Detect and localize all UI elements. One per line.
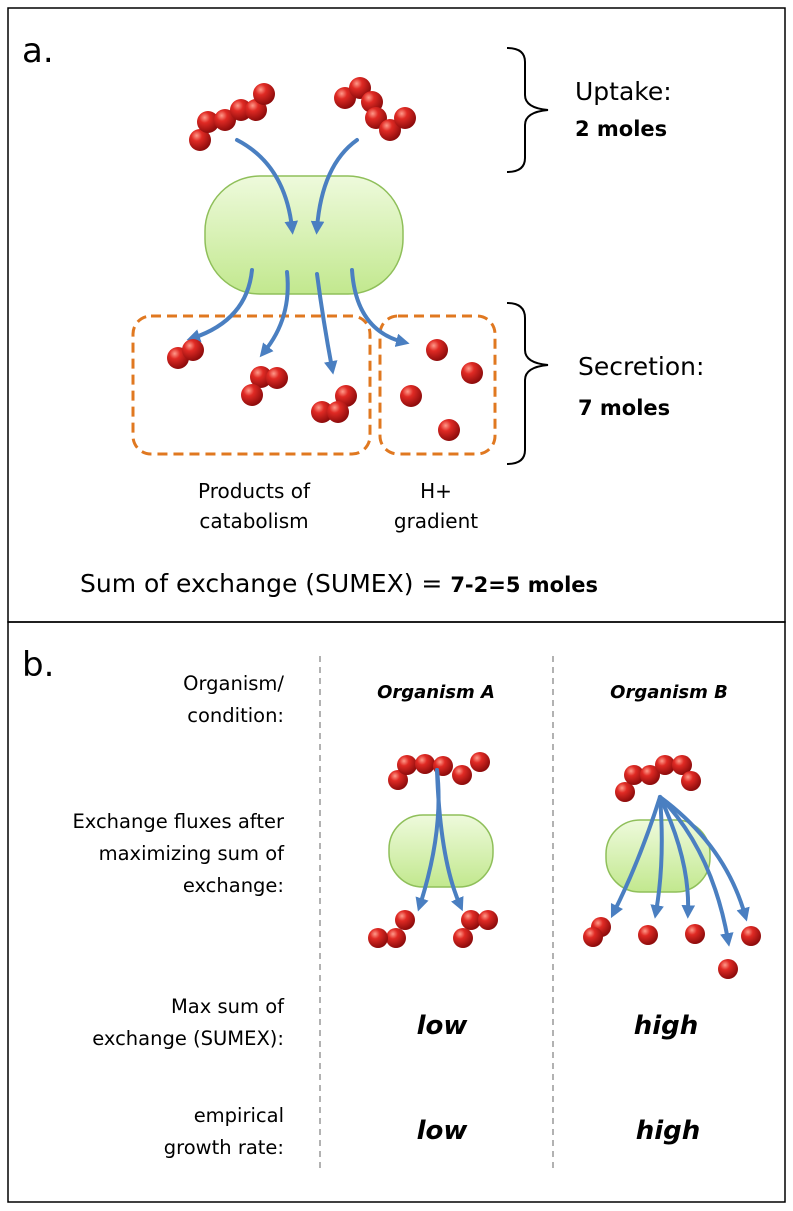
organism-b-growth-rate: high	[636, 1116, 701, 1146]
secretion-brace	[506, 302, 549, 465]
uptake-value: 2 moles	[575, 117, 667, 141]
molecule	[615, 782, 635, 802]
flux-arrow	[658, 795, 750, 922]
flux-arrow	[650, 795, 664, 919]
gradient-caption-line1: H+	[420, 479, 452, 503]
molecule	[453, 928, 473, 948]
molecule	[253, 83, 275, 105]
row-label-fluxes-2: maximizing sum of	[99, 842, 286, 865]
row-label-growth-2: growth rate:	[164, 1136, 284, 1159]
molecule	[379, 119, 401, 141]
molecule	[394, 107, 416, 129]
molecule	[741, 926, 761, 946]
gradient-caption-line2: gradient	[394, 509, 478, 533]
molecule	[655, 755, 675, 775]
sum-of-exchange: Sum of exchange (SUMEX) = 7-2=5 moles	[80, 569, 598, 598]
molecule	[718, 959, 738, 979]
products-caption-line1: Products of	[198, 479, 311, 503]
molecule	[640, 765, 660, 785]
molecule	[685, 924, 705, 944]
cell-a	[204, 175, 404, 295]
molecule	[327, 401, 349, 423]
molecule	[415, 754, 435, 774]
organism-a-max-sumex: low	[417, 1011, 469, 1041]
row-label-fluxes-1: Exchange fluxes after	[72, 810, 285, 833]
uptake-brace	[506, 47, 549, 173]
uptake-label: Uptake:	[575, 77, 672, 106]
organism-b-header: Organism B	[610, 682, 728, 703]
molecule	[241, 384, 263, 406]
products-caption-line2: catabolism	[199, 509, 308, 533]
row-label-sumex-2: exchange (SUMEX):	[92, 1027, 284, 1050]
row-label-growth-1: empirical	[194, 1104, 284, 1127]
panel-a-letter: a.	[22, 31, 54, 71]
uptake-arrow-right	[310, 138, 359, 235]
flux-arrow	[435, 768, 464, 912]
molecule	[250, 366, 272, 388]
molecule	[397, 755, 417, 775]
molecule	[681, 771, 701, 791]
secretion-label: Secretion:	[578, 352, 704, 381]
flux-arrow	[658, 795, 696, 919]
molecule	[395, 910, 415, 930]
molecule	[624, 765, 644, 785]
flux-arrow	[610, 795, 662, 919]
sum-value: 7-2=5 moles	[450, 573, 598, 597]
flux-arrow	[658, 795, 734, 947]
molecule	[214, 109, 236, 131]
row-label-fluxes-3: exchange:	[183, 874, 284, 897]
molecule	[461, 910, 481, 930]
molecule	[266, 367, 288, 389]
secretion-arrow-3	[315, 272, 338, 375]
uptake-arrows	[235, 138, 359, 235]
secretion-arrows	[186, 268, 410, 375]
products-box	[131, 314, 372, 456]
molecule	[672, 755, 692, 775]
molecule	[478, 910, 498, 930]
row-labels: Organism/ condition: Exchange fluxes aft…	[72, 672, 285, 1159]
organism-b-max-sumex: high	[634, 1011, 699, 1041]
molecule	[400, 385, 422, 407]
molecule	[388, 770, 408, 790]
gradient-box	[378, 314, 497, 456]
panel-b-frame	[7, 621, 786, 1203]
row-label-sumex-1: Max sum of	[171, 995, 285, 1018]
molecule	[386, 928, 406, 948]
molecule	[311, 401, 333, 423]
organism-b-diagram	[583, 755, 761, 979]
row-label-organism-1: Organism/	[183, 672, 284, 695]
molecule	[189, 129, 211, 151]
secretion-value: 7 moles	[578, 396, 670, 420]
row-label-organism-2: condition:	[187, 704, 284, 727]
molecule	[461, 362, 483, 384]
secretion-arrow-2	[259, 270, 290, 358]
molecule	[583, 927, 603, 947]
molecule	[368, 928, 388, 948]
molecule	[426, 339, 448, 361]
organism-a-diagram	[368, 752, 498, 948]
molecule	[638, 925, 658, 945]
uptake-arrow-left	[235, 138, 299, 235]
molecule	[438, 419, 460, 441]
molecules-a	[167, 77, 483, 441]
organism-a-header: Organism A	[377, 682, 495, 703]
sum-text: Sum of exchange (SUMEX) =	[80, 569, 450, 598]
molecule	[197, 111, 219, 133]
secretion-arrow-4	[350, 268, 410, 347]
organism-a-growth-rate: low	[417, 1116, 469, 1146]
secretion-arrow-1	[186, 268, 254, 343]
molecule	[470, 752, 490, 772]
molecule	[182, 339, 204, 361]
panel-b-letter: b.	[22, 645, 54, 685]
cell-organism-b	[605, 819, 711, 893]
molecule	[452, 765, 472, 785]
